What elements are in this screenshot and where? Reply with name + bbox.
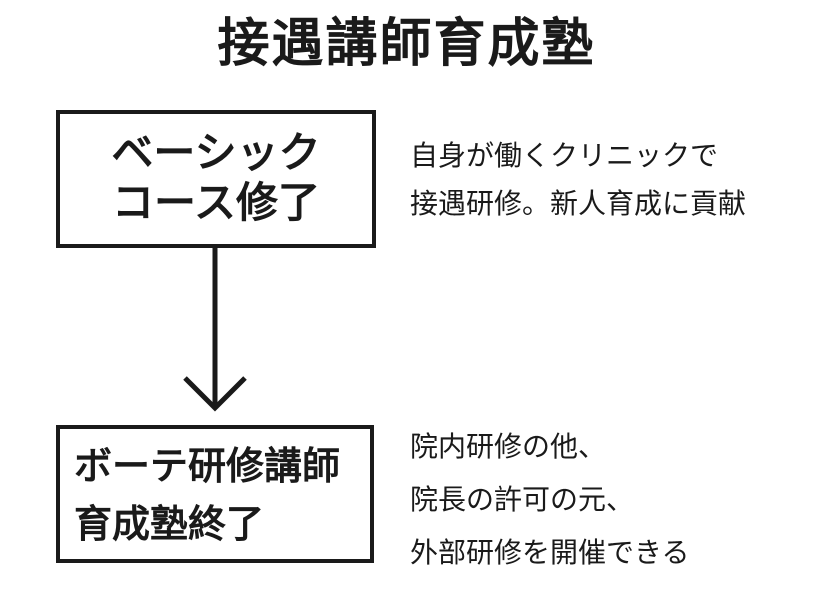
description-line: 院長の許可の元、 — [410, 483, 635, 516]
step-box-line: 育成塾終了 — [74, 502, 265, 546]
step-box-basic-course: ベーシック コース修了 — [56, 110, 376, 248]
step-description-instructor-course: 院内研修の他、 院長の許可の元、 外部研修を開催できる — [410, 420, 689, 579]
step-box-instructor-course: ボーテ研修講師 育成塾終了 — [56, 425, 374, 563]
description-line: 院内研修の他、 — [410, 430, 607, 463]
step-box-line: ベーシック — [111, 128, 321, 177]
step-description-basic-course: 自身が働くクリニックで 接遇研修。新人育成に貢献 — [410, 132, 746, 228]
arrow-down-icon — [183, 248, 247, 412]
step-box-line: ボーテ研修講師 — [74, 444, 341, 488]
page-title: 接遇講師育成塾 — [217, 14, 596, 74]
step-box-line: コース修了 — [112, 178, 320, 227]
description-line: 外部研修を開催できる — [410, 536, 690, 569]
description-line: 自身が働くクリニックで — [410, 139, 719, 172]
description-line: 接遇研修。新人育成に貢献 — [410, 187, 747, 220]
